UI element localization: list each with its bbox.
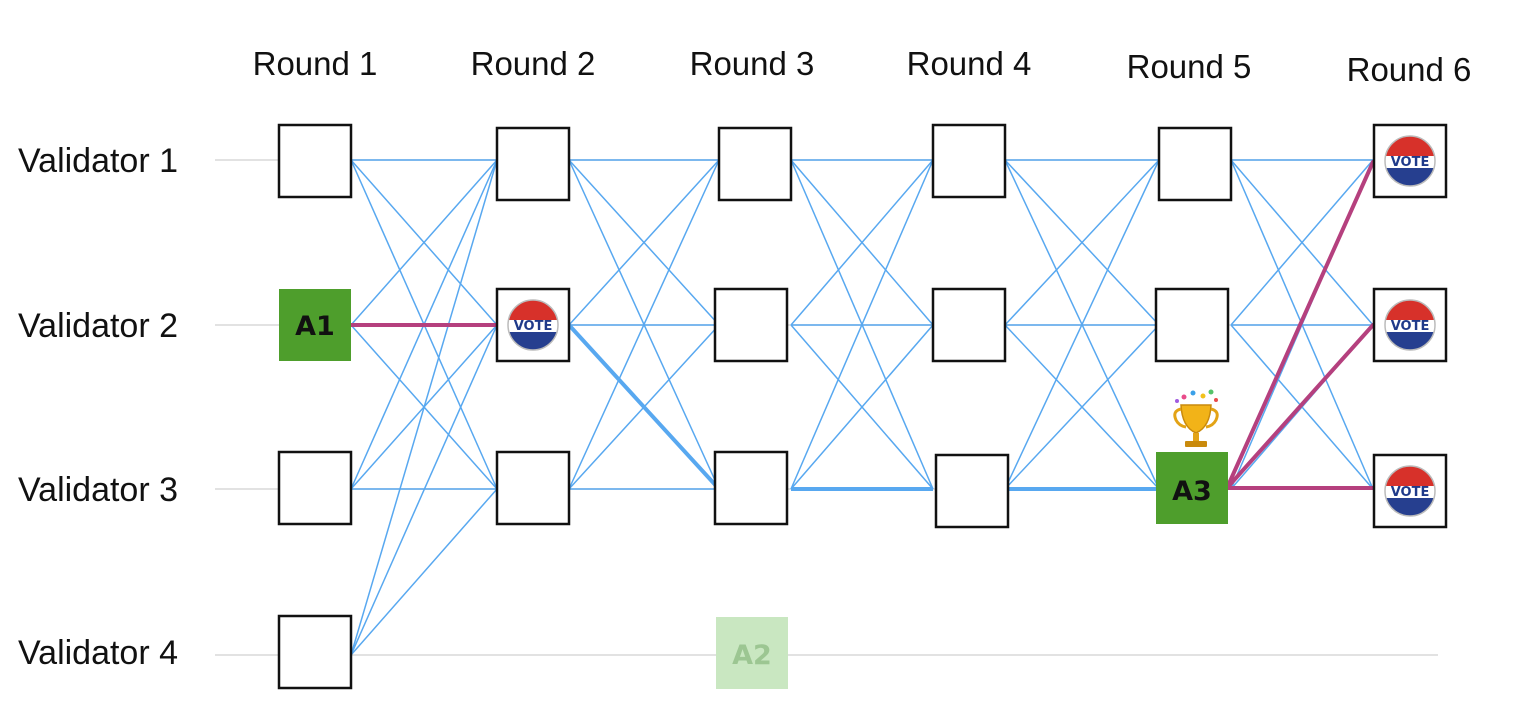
dag-edge-r5-v2-to-v1: [1230, 159, 1374, 326]
trophy-stem: [1193, 433, 1199, 441]
validator-label-3: Validator 3: [18, 471, 178, 509]
vertex-r2-v3: [495, 450, 571, 526]
anchor-a2: A2: [716, 617, 788, 689]
confetti-6: [1214, 398, 1218, 402]
confetti-5: [1175, 399, 1179, 403]
dag-edge-r3-v3-to-v1: [790, 159, 934, 490]
dag-edge-r3-v3-to-v2: [790, 324, 934, 490]
vertex-r2-v1: [495, 126, 571, 202]
vertex-r1-v3: [277, 450, 353, 526]
vote-badge-ring: [1384, 135, 1436, 187]
vote-badge-top: [1385, 300, 1435, 320]
vertex-r5-v1: [1157, 126, 1233, 202]
anchor-a3: A3: [1156, 452, 1228, 524]
vote-badge-bottom: [1385, 168, 1435, 186]
round-label-3: Round 3: [690, 45, 815, 82]
vote-badge-text: VOTE: [1391, 485, 1430, 500]
vertex-r6-v1: VOTE: [1372, 123, 1448, 199]
anchor-a1-label: A1: [295, 311, 335, 342]
vertex-r3-v3: [713, 450, 789, 526]
vote-badge-ring: [507, 299, 559, 351]
vote-badge-bottom: [1385, 332, 1435, 350]
confetti-1: [1181, 394, 1187, 400]
vertex-r4-v1: [931, 123, 1007, 199]
vertices: A1 VOTE A2: [277, 123, 1448, 690]
vote-badge-ring: [1384, 299, 1436, 351]
dag-edge-r4-v3-to-v2: [1004, 324, 1160, 490]
round-label-2: Round 2: [471, 45, 596, 82]
vertex-r6-v3: VOTE: [1372, 453, 1448, 529]
vote-badge-text: VOTE: [1391, 155, 1430, 170]
vote-badge-icon: VOTE: [1384, 299, 1436, 351]
trophy-icon: [1173, 389, 1219, 447]
anchor-a1-box: [279, 289, 351, 361]
anchor-a3-label: A3: [1172, 476, 1212, 507]
trophy-left-handle: [1173, 407, 1187, 429]
vertex-r1-v4: [277, 614, 353, 690]
vertex-r5-v2: [1154, 287, 1230, 363]
vote-badge-ring: [1384, 465, 1436, 517]
vertex-r4-v3: [934, 453, 1010, 529]
dag-edge-r2-v3-to-v1: [568, 159, 720, 490]
validator-label-2: Validator 2: [18, 307, 178, 345]
dag-edge-r3-v2-to-v1: [790, 159, 934, 326]
vertex-r3-v2: [713, 287, 789, 363]
round-label-1: Round 1: [253, 45, 378, 82]
vote-badge-middle: [508, 320, 558, 332]
vote-badge-icon: VOTE: [507, 299, 559, 351]
vertex-r2-v2: VOTE: [495, 287, 571, 363]
vote-edges: [349, 160, 1375, 490]
validator-labels: Validator 1 Validator 2 Validator 3 Vali…: [18, 142, 178, 672]
confetti-3: [1200, 393, 1206, 399]
vote-badge-text: VOTE: [514, 319, 553, 334]
trophy-cup: [1180, 404, 1212, 434]
validator-label-4: Validator 4: [18, 634, 178, 672]
anchor-a3-box: [1156, 452, 1228, 524]
vote-badge-top: [1385, 466, 1435, 486]
dag-edge-r1-v4-to-v3: [350, 488, 498, 656]
dag-edges: [350, 159, 1374, 656]
dag-edge-r2-v2-to-v1: [568, 159, 720, 326]
dag-edge-r1-v4-to-v2: [350, 324, 498, 656]
anchor-a2-label: A2: [732, 640, 772, 671]
dag-edge-r4-v3-to-v1: [1004, 159, 1160, 490]
round-label-4: Round 4: [907, 45, 1032, 82]
anchor-a1: A1: [279, 289, 351, 361]
anchor-a2-box: [716, 617, 788, 689]
vote-badge-text: VOTE: [1391, 319, 1430, 334]
validator-label-1: Validator 1: [18, 142, 178, 180]
vertex-r1-v1: [277, 123, 353, 199]
dag-edge-r4-v2-to-v1: [1004, 159, 1160, 326]
vote-badge-middle: [1385, 156, 1435, 168]
trophy-right-handle: [1205, 407, 1219, 429]
vote-badge-middle: [1385, 320, 1435, 332]
vote-badge-top: [1385, 136, 1435, 156]
vote-edge-a3-v1: [1225, 160, 1375, 490]
round-headers: Round 1 Round 2 Round 3 Round 4 Round 5 …: [253, 45, 1472, 88]
vote-badge-top: [508, 300, 558, 320]
round-label-5: Round 5: [1127, 48, 1252, 85]
vote-badge-bottom: [508, 332, 558, 350]
dag-edge-r2-v3-to-v2: [568, 324, 720, 490]
confetti-2: [1190, 390, 1196, 396]
vertex-r4-v2: [931, 287, 1007, 363]
vote-edge-a3-v2: [1225, 323, 1375, 490]
vote-badge-bottom: [1385, 498, 1435, 516]
round-label-6: Round 6: [1347, 51, 1472, 88]
vote-badge-icon: VOTE: [1384, 135, 1436, 187]
confetti-4: [1208, 389, 1214, 395]
trophy-base: [1185, 441, 1207, 447]
dag-edge-r1-v2-to-v1: [350, 159, 498, 326]
vertex-r3-v1: [717, 126, 793, 202]
vote-badge-middle: [1385, 486, 1435, 498]
vote-badge-icon: VOTE: [1384, 465, 1436, 517]
dag-edge-r1-v4-to-v1: [350, 159, 498, 656]
vertex-r6-v2: VOTE: [1372, 287, 1448, 363]
